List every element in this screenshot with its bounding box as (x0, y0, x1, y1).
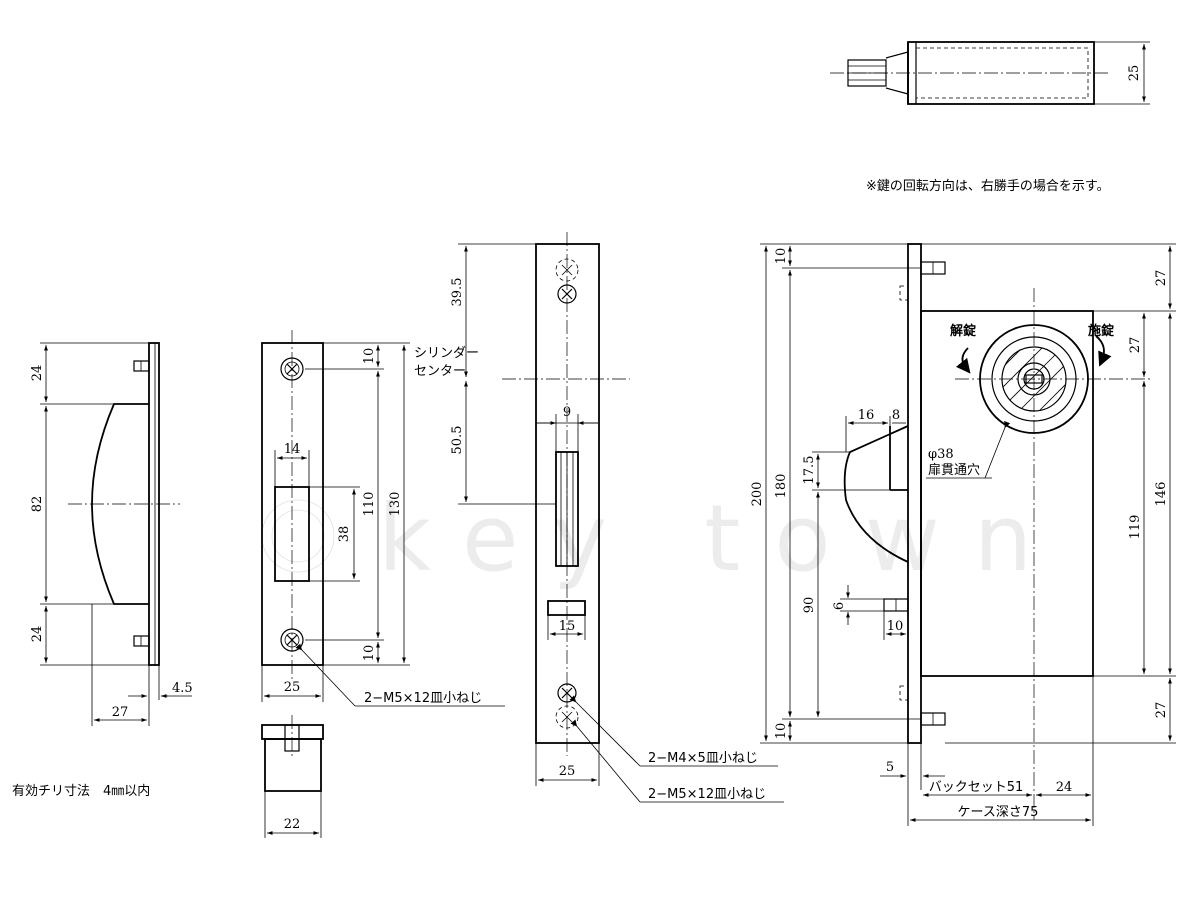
dim-handle-4-5: 4.5 (172, 681, 193, 696)
label-through-hole: 扉貫通穴 (928, 462, 980, 478)
dim-handle-24-bottom: 24 (30, 626, 45, 643)
dim-handle-27: 27 (112, 705, 129, 720)
strike-box-side: 22 (261, 715, 324, 838)
dim-strike-25: 25 (284, 680, 301, 695)
dim-face-9: 9 (563, 405, 571, 420)
handle-side-view: 24 82 24 27 4.5 有効チリ寸法 4㎜以内 (12, 342, 193, 799)
dim-strike-38: 38 (337, 526, 352, 543)
dim-strike-110: 110 (362, 492, 377, 517)
label-cylinder-center-1: シリンダー (414, 346, 479, 361)
dim-strike-10-top: 10 (362, 348, 377, 365)
dim-strike-130: 130 (388, 492, 403, 517)
strike-plate-front: 14 38 10 110 10 130 25 2−M5×12皿小ねじ (261, 330, 505, 707)
dim-top-25: 25 (1127, 65, 1142, 82)
label-cylinder-center-2: センター (414, 364, 466, 379)
cylinder-top-view: 25 (830, 41, 1150, 105)
dim-case-200: 200 (750, 482, 765, 507)
lock-case-side-view: 解錠 施錠 φ38 扉貫通穴 16 8 17.5 6 10 200 (750, 243, 1176, 826)
label-screw-m4: 2−M4×5皿小ねじ (648, 751, 758, 766)
dim-face-50-5: 50.5 (450, 426, 465, 455)
label-lock: 施錠 (1088, 323, 1115, 339)
dim-case-16: 16 (858, 408, 875, 423)
dim-case-8: 8 (892, 408, 900, 423)
label-unlock: 解錠 (949, 323, 977, 339)
dim-case-6: 6 (832, 602, 847, 610)
watermark-text: key town (378, 485, 1066, 592)
rotation-note: ※鍵の回転方向は、右勝手の場合を示す。 (866, 178, 1110, 194)
label-backset: バックセット51 (929, 780, 1024, 795)
dim-strike-10-bottom: 10 (362, 645, 377, 662)
dim-case-5: 5 (886, 760, 894, 775)
lock-faceplate-front: 9 15 39.5 50.5 シリンダー センター 25 2−M4×5皿小ねじ … (414, 232, 784, 803)
watermark: key town (261, 485, 1066, 592)
dim-case-146: 146 (1154, 482, 1169, 507)
dim-face-39-5: 39.5 (450, 278, 465, 307)
label-screw-m5-b: 2−M5×12皿小ねじ (648, 787, 766, 802)
dim-handle-24-top: 24 (30, 365, 45, 382)
dim-case-27-mid: 27 (1128, 337, 1143, 354)
label-case-depth: ケース深さ75 (958, 805, 1039, 820)
dim-case-17-5: 17.5 (802, 456, 817, 485)
label-through-hole-dia: φ38 (928, 447, 954, 462)
dim-case-24: 24 (1056, 780, 1073, 795)
dim-case-10-top: 10 (774, 248, 789, 265)
dim-face-25: 25 (559, 764, 576, 779)
dim-case-180: 180 (774, 474, 789, 499)
dim-case-10-small: 10 (887, 619, 904, 634)
dim-strike-14: 14 (284, 442, 301, 457)
effective-gap-note: 有効チリ寸法 4㎜以内 (12, 783, 150, 799)
dim-strike-22: 22 (284, 817, 301, 832)
dim-case-90: 90 (802, 597, 817, 614)
dim-case-27-bottom: 27 (1154, 702, 1169, 719)
label-screw-m5-a: 2−M5×12皿小ねじ (364, 691, 482, 706)
dim-handle-82: 82 (30, 496, 45, 513)
dim-face-15: 15 (559, 619, 576, 634)
dim-case-27-top: 27 (1154, 270, 1169, 287)
dim-case-10-bottom: 10 (774, 723, 789, 740)
dim-case-119: 119 (1128, 515, 1143, 540)
